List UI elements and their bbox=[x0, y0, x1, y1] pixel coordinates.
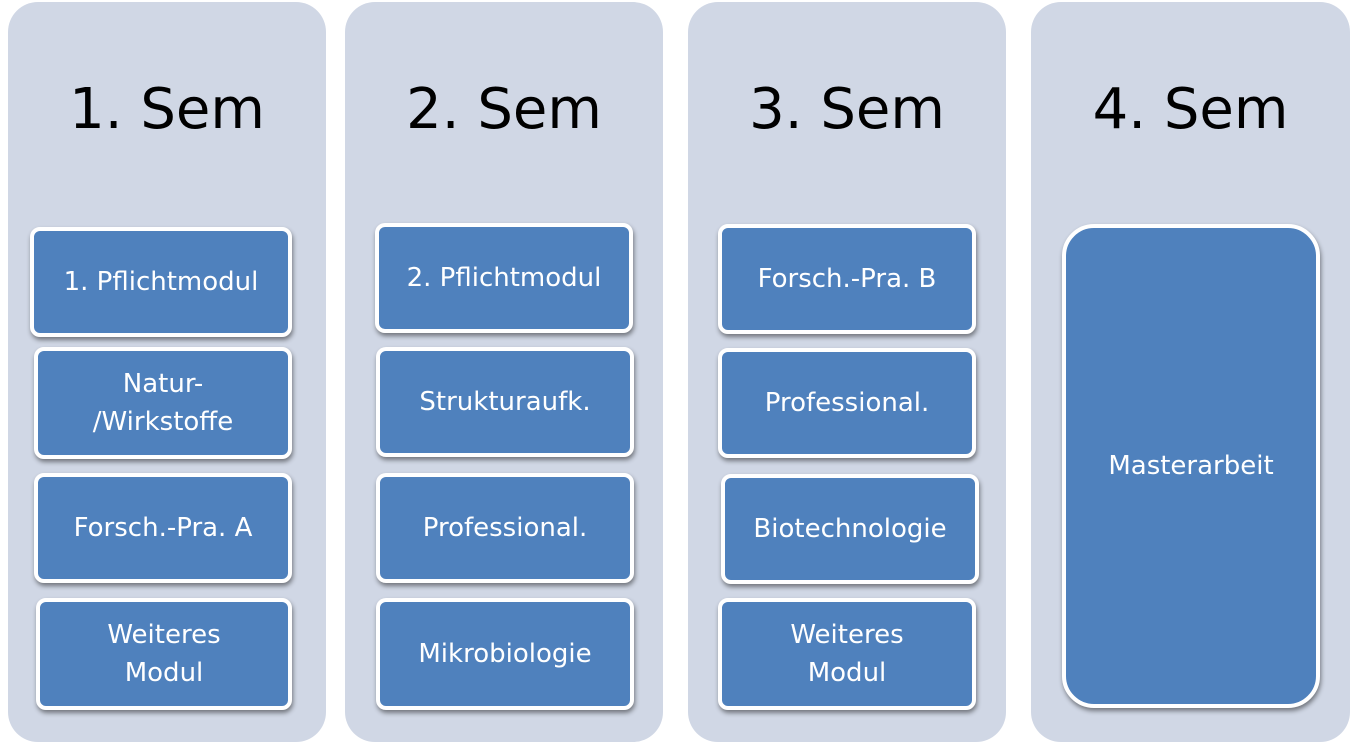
module-box-1-2-line-1: Natur- bbox=[122, 369, 204, 399]
module-box-3-1: Forsch.-Pra. B bbox=[718, 224, 976, 334]
semester-title-4: 4. Sem bbox=[1092, 77, 1289, 142]
module-box-3-3: Biotechnologie bbox=[721, 474, 979, 584]
module-box-4-1: Masterarbeit bbox=[1062, 224, 1320, 708]
module-box-2-3: Professional. bbox=[376, 473, 634, 583]
module-box-1-4: Weiteres Modul bbox=[36, 598, 292, 710]
module-box-1-4-line-1: Weiteres bbox=[107, 620, 221, 650]
module-box-3-4-line-1: Weiteres bbox=[790, 620, 904, 650]
module-box-3-4: Weiteres Modul bbox=[718, 598, 976, 710]
module-box-1-4-line-2: Modul bbox=[124, 658, 204, 688]
semester-title-3: 3. Sem bbox=[749, 77, 945, 142]
semester-title-1: 1. Sem bbox=[69, 77, 265, 142]
semester-column-1: 1. Sem 1. Pflichtmodul Natur- /Wirkstoff… bbox=[8, 2, 326, 742]
semester-title-2: 2. Sem bbox=[406, 77, 602, 142]
module-box-1-3: Forsch.-Pra. A bbox=[34, 473, 292, 583]
module-box-3-4-line-2: Modul bbox=[807, 658, 887, 688]
semester-column-3: 3. Sem Forsch.-Pra. B Professional. Biot… bbox=[688, 2, 1006, 742]
module-box-3-2: Professional. bbox=[718, 348, 976, 458]
module-box-1-2-line-2: /Wirkstoffe bbox=[92, 407, 234, 437]
module-box-1-2: Natur- /Wirkstoffe bbox=[34, 347, 292, 459]
semester-column-4: 4. Sem Masterarbeit bbox=[1031, 2, 1350, 742]
module-box-2-2: Strukturaufk. bbox=[376, 347, 634, 457]
module-box-1-1: 1. Pflichtmodul bbox=[30, 227, 292, 337]
module-box-2-1: 2. Pflichtmodul bbox=[375, 223, 633, 333]
semester-column-2: 2. Sem 2. Pflichtmodul Strukturaufk. Pro… bbox=[345, 2, 663, 742]
module-box-2-4: Mikrobiologie bbox=[376, 598, 634, 710]
